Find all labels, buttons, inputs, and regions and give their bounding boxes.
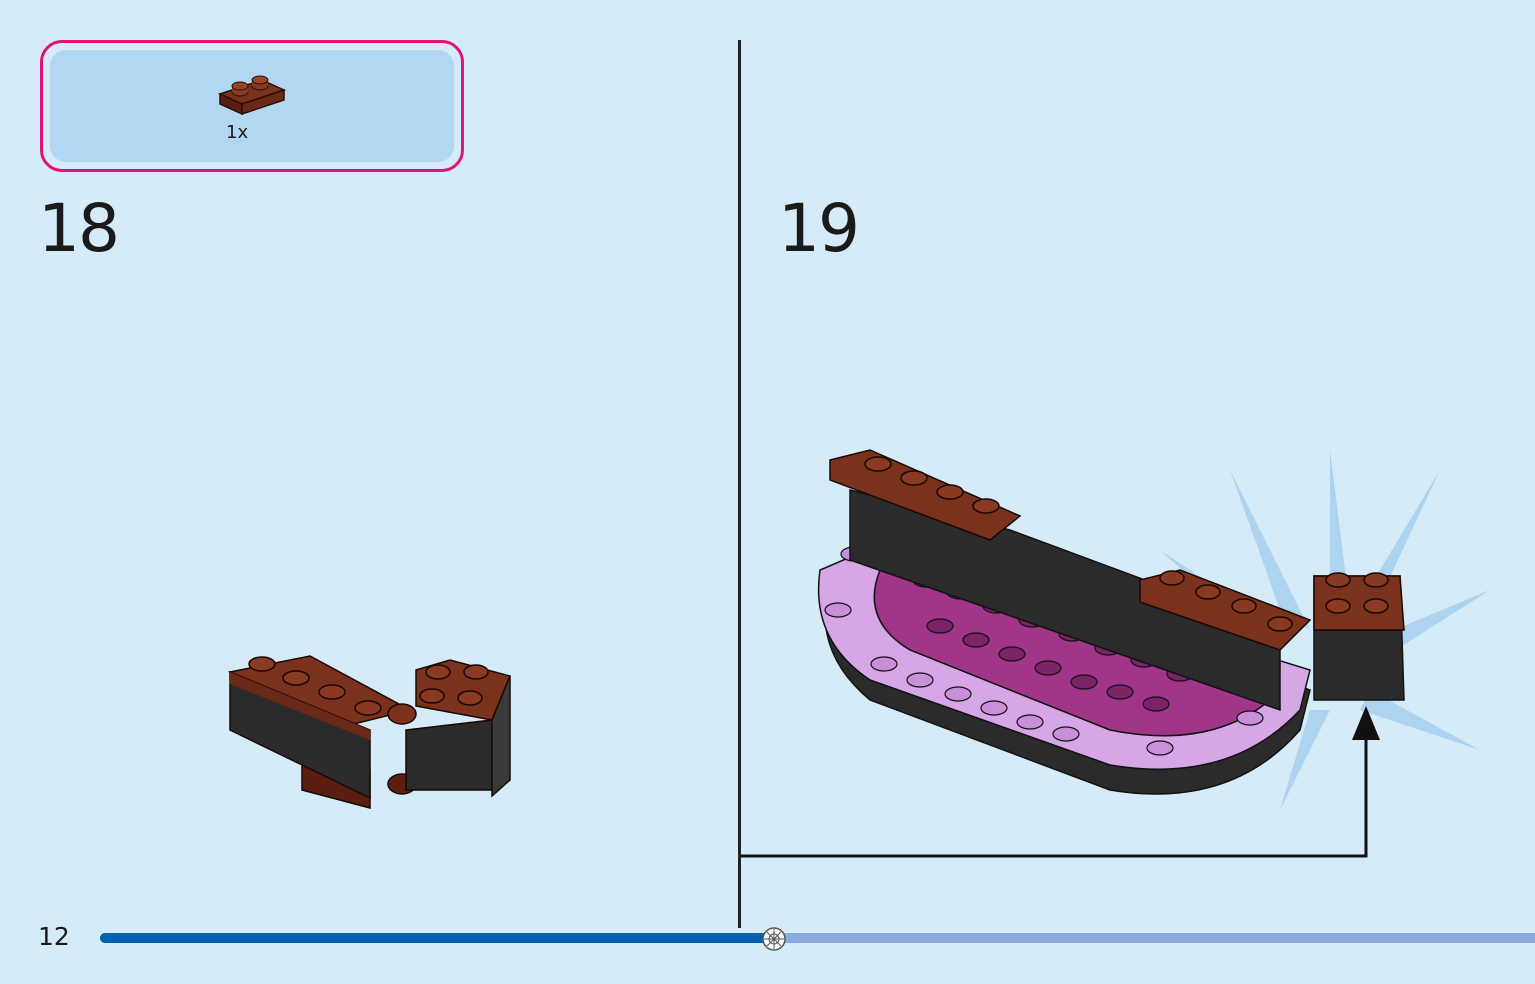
progress-bar-fill [100,933,775,943]
parts-callout-panel: 1x [50,50,454,162]
step-number-18: 18 [38,190,120,267]
page-number: 12 [38,922,70,951]
progress-bar [100,933,1535,943]
step-divider [738,40,741,928]
brown-plate-1x2-icon [217,75,287,116]
progress-marker-icon [762,927,787,951]
step-18-model-illustration [227,655,512,809]
parts-callout: 1x [40,40,464,172]
step-number-19: 19 [778,190,860,267]
part-quantity: 1x [226,122,249,143]
assembly-arrow [740,706,1380,858]
step-19-model-illustration [817,449,1490,810]
